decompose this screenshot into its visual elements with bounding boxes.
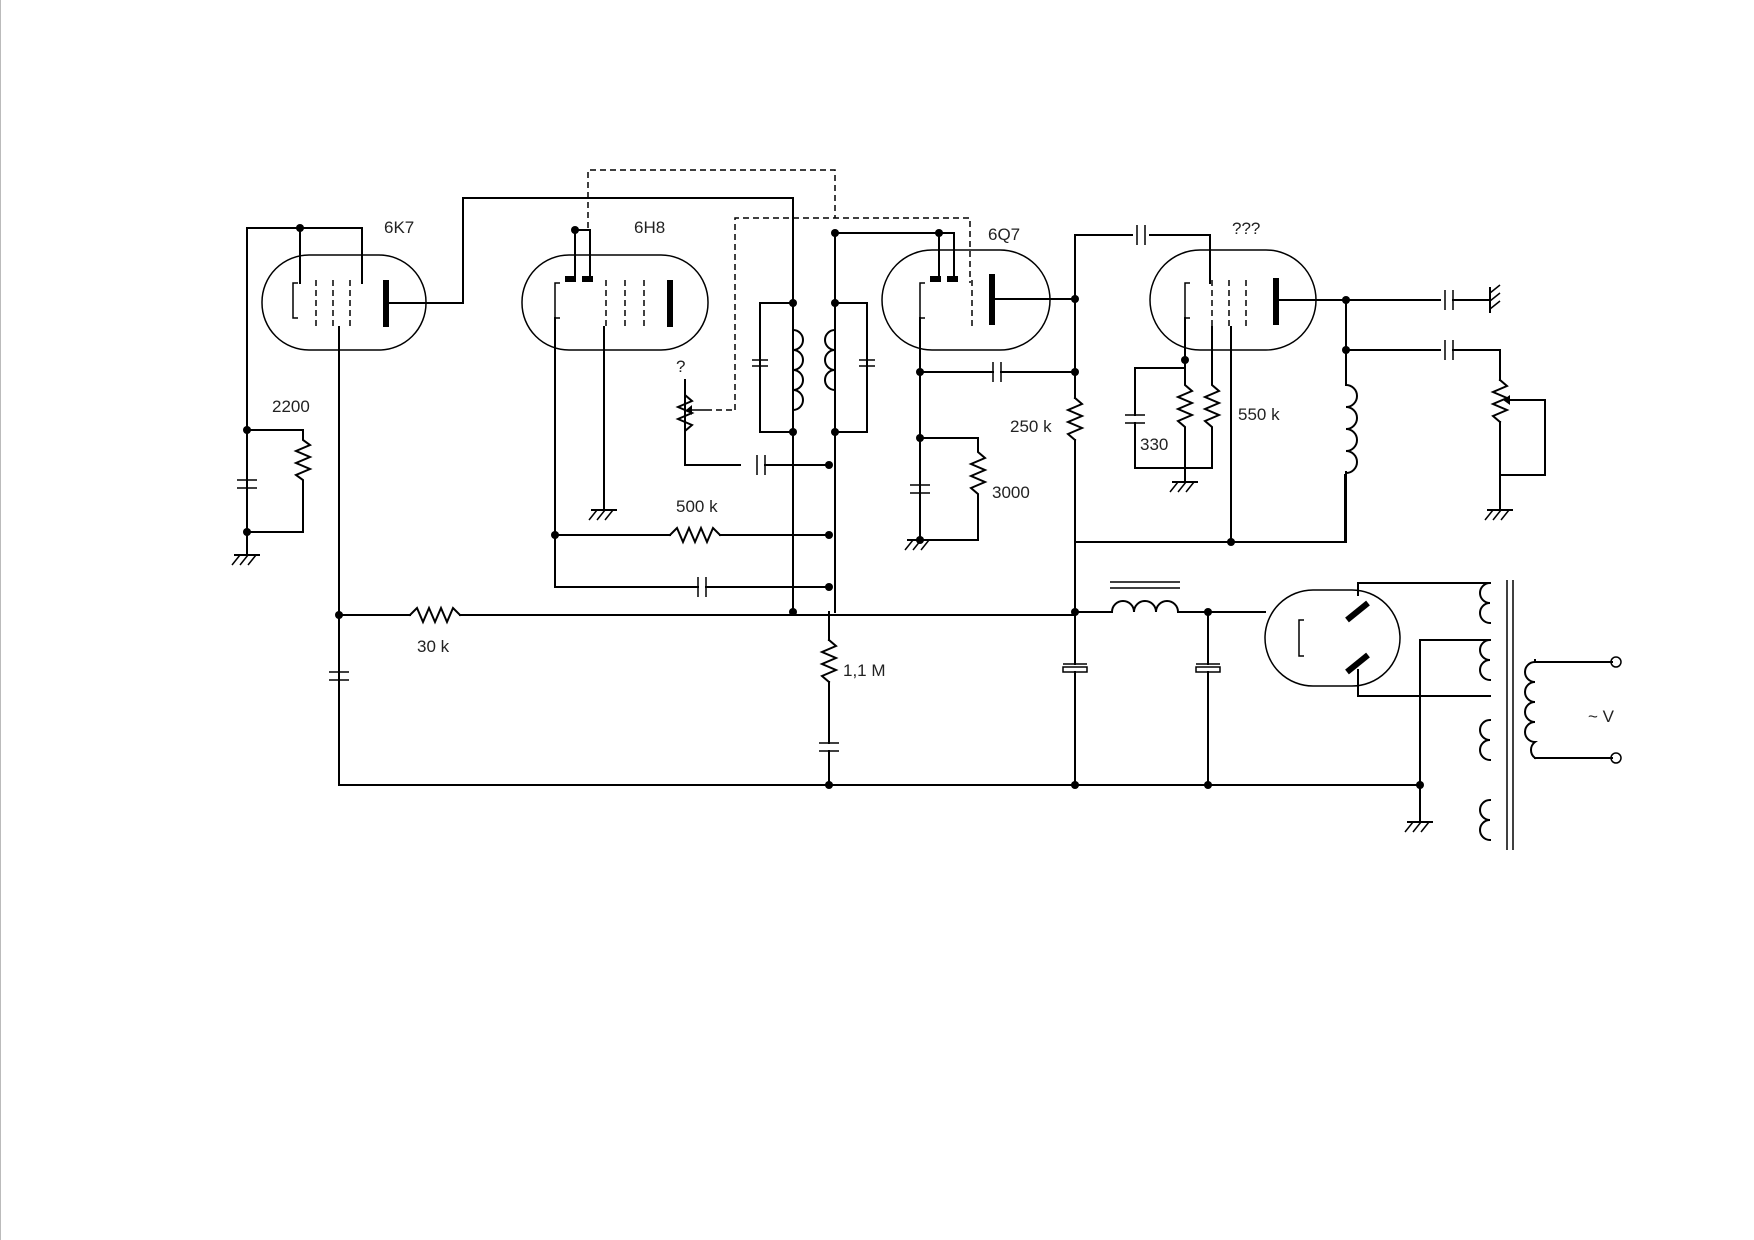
label-6h8: 6H8 <box>634 218 665 237</box>
label-500k: 500 k <box>676 497 718 516</box>
label-30k: 30 k <box>417 637 450 656</box>
page-border <box>0 0 1 1240</box>
ac-terminal <box>1610 752 1622 764</box>
rectifier-tube <box>1264 589 1401 687</box>
output-coil <box>1344 383 1358 475</box>
label-3000: 3000 <box>992 483 1030 502</box>
label-unknown-tube: ??? <box>1232 219 1260 238</box>
label-6q7: 6Q7 <box>988 225 1020 244</box>
volume-potentiometer <box>1503 395 1510 405</box>
potentiometer-unknown <box>675 379 706 451</box>
label-6k7: 6K7 <box>384 218 414 237</box>
junction-dots <box>243 224 1424 789</box>
wiring <box>237 169 1613 823</box>
label-ac-input: ~ V <box>1588 707 1615 726</box>
label-250k: 250 k <box>1010 417 1052 436</box>
power-transformer <box>1479 580 1622 850</box>
label-330: 330 <box>1140 435 1168 454</box>
if-transformer-coils <box>752 328 875 412</box>
tube-6h8 <box>521 254 709 351</box>
label-pot-unknown: ? <box>676 357 685 376</box>
label-2200: 2200 <box>272 397 310 416</box>
label-1-1M: 1,1 M <box>843 661 886 680</box>
choke-coil <box>1110 600 1180 614</box>
ground-symbols <box>231 284 1513 833</box>
label-550k: 550 k <box>1238 405 1280 424</box>
ac-terminal <box>1610 656 1622 668</box>
